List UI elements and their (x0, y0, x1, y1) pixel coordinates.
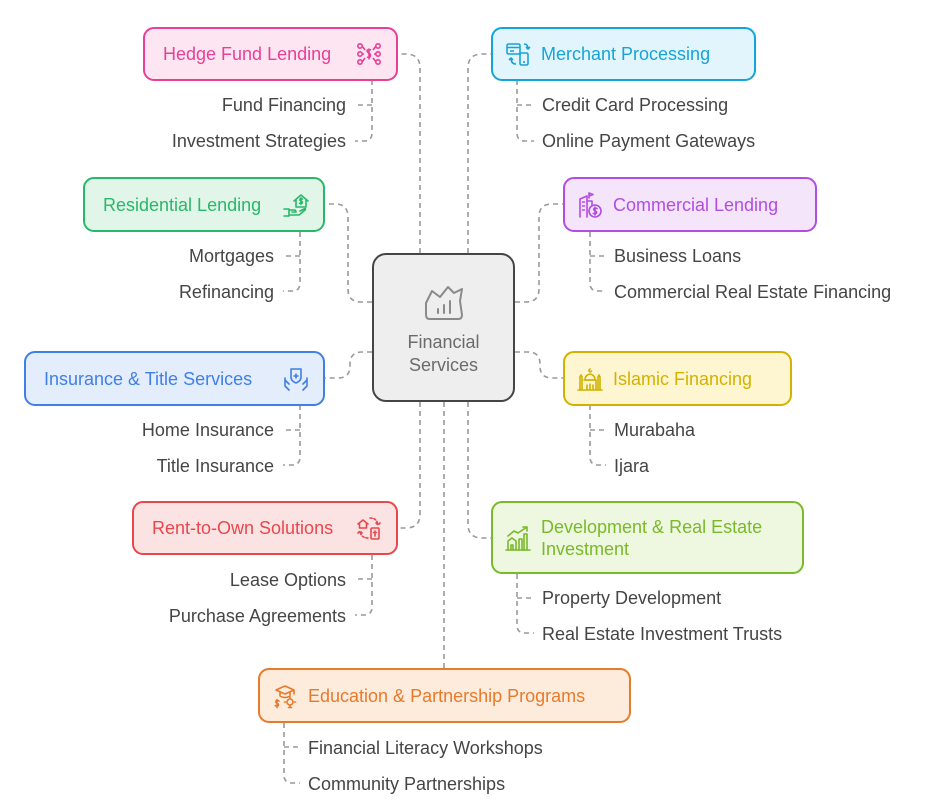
sub-item-home-insurance: Home Insurance (141, 420, 274, 440)
connector-insurance (325, 351, 372, 379)
node-islamic-financing: Islamic Financing (563, 351, 792, 406)
branch-hedge (355, 80, 373, 142)
node-title: Merchant Processing (541, 44, 711, 64)
node-education-partnership-programs: Education & Partnership Programs (258, 668, 631, 723)
connector-islamic (515, 351, 563, 379)
sub-item-credit-card-processing: Credit Card Processing (542, 95, 729, 115)
node-hedge-fund-lending: Hedge Fund Lending (143, 27, 398, 81)
sub-item-community-partnerships: Community Partnerships (308, 774, 506, 794)
branch-commercial (589, 232, 606, 292)
branch-rent (355, 555, 373, 616)
node-merchant-processing: Merchant Processing (491, 27, 756, 81)
node-title: Islamic Financing (613, 368, 753, 389)
sub-item-real-estate-investment-trusts: Real Estate Investment Trusts (542, 624, 783, 644)
shield-hands-icon (284, 367, 308, 391)
node-title: Development & Real Estate Investment (541, 516, 763, 559)
sub-item-title-insurance: Title Insurance (156, 456, 274, 476)
house-hand-icon (283, 193, 309, 217)
connector-hedge (398, 53, 421, 253)
house-cycle-icon (357, 517, 381, 540)
sub-item-lease-options: Lease Options (229, 570, 346, 590)
sub-item-fund-financing: Fund Financing (221, 95, 346, 115)
connector-development (467, 402, 491, 539)
sub-item-purchase-agreements: Purchase Agreements (168, 606, 346, 626)
sub-item-investment-strategies: Investment Strategies (171, 131, 346, 151)
node-title: Education & Partnership Programs (308, 685, 586, 706)
connector-commercial (515, 203, 563, 303)
sub-item-commercial-real-estate-financing: Commercial Real Estate Financing (614, 282, 892, 302)
connector-rent (398, 402, 421, 529)
building-dollar-icon (579, 191, 602, 218)
branch-merchant (516, 80, 534, 142)
sub-item-mortgages: Mortgages (188, 246, 274, 266)
branch-islamic (589, 405, 606, 466)
connector-merchant (467, 53, 491, 253)
branch-residential (283, 232, 301, 292)
node-title: Rent-to-Own Solutions (152, 518, 334, 538)
node-title: Residential Lending (103, 194, 262, 215)
node-development-real-estate-investment: Development & Real Estate Investment (491, 501, 804, 574)
growth-chart-house-icon (505, 525, 531, 551)
node-title: Hedge Fund Lending (163, 44, 332, 64)
graduation-dollar-icon (274, 684, 297, 708)
payment-terminal-icon (506, 43, 531, 66)
mosque-icon (577, 367, 603, 391)
sub-item-ijara: Ijara (614, 456, 650, 476)
sub-item-financial-literacy-workshops: Financial Literacy Workshops (308, 738, 543, 758)
node-commercial-lending: Commercial Lending (563, 177, 817, 232)
connector-residential (325, 203, 372, 303)
branch-development (516, 574, 534, 634)
node-residential-lending: Residential Lending (83, 177, 325, 232)
sub-item-refinancing: Refinancing (178, 282, 274, 302)
branch-insurance (283, 405, 301, 466)
network-dollar-icon (356, 42, 381, 65)
node-insurance-title-services: Insurance & Title Services (24, 351, 325, 406)
sub-item-business-loans: Business Loans (614, 246, 742, 266)
node-title: Insurance & Title Services (44, 368, 253, 389)
center-node-financial-services: Financial Services (372, 253, 515, 402)
center-label: Financial Services (407, 331, 480, 375)
chart-wallet-icon (424, 285, 463, 320)
sub-item-murabaha: Murabaha (614, 420, 696, 440)
node-rent-to-own-solutions: Rent-to-Own Solutions (132, 501, 398, 555)
node-title: Commercial Lending (613, 194, 779, 215)
sub-item-property-development: Property Development (542, 588, 722, 608)
sub-item-online-payment-gateways: Online Payment Gateways (542, 131, 756, 151)
branch-education (283, 723, 300, 784)
